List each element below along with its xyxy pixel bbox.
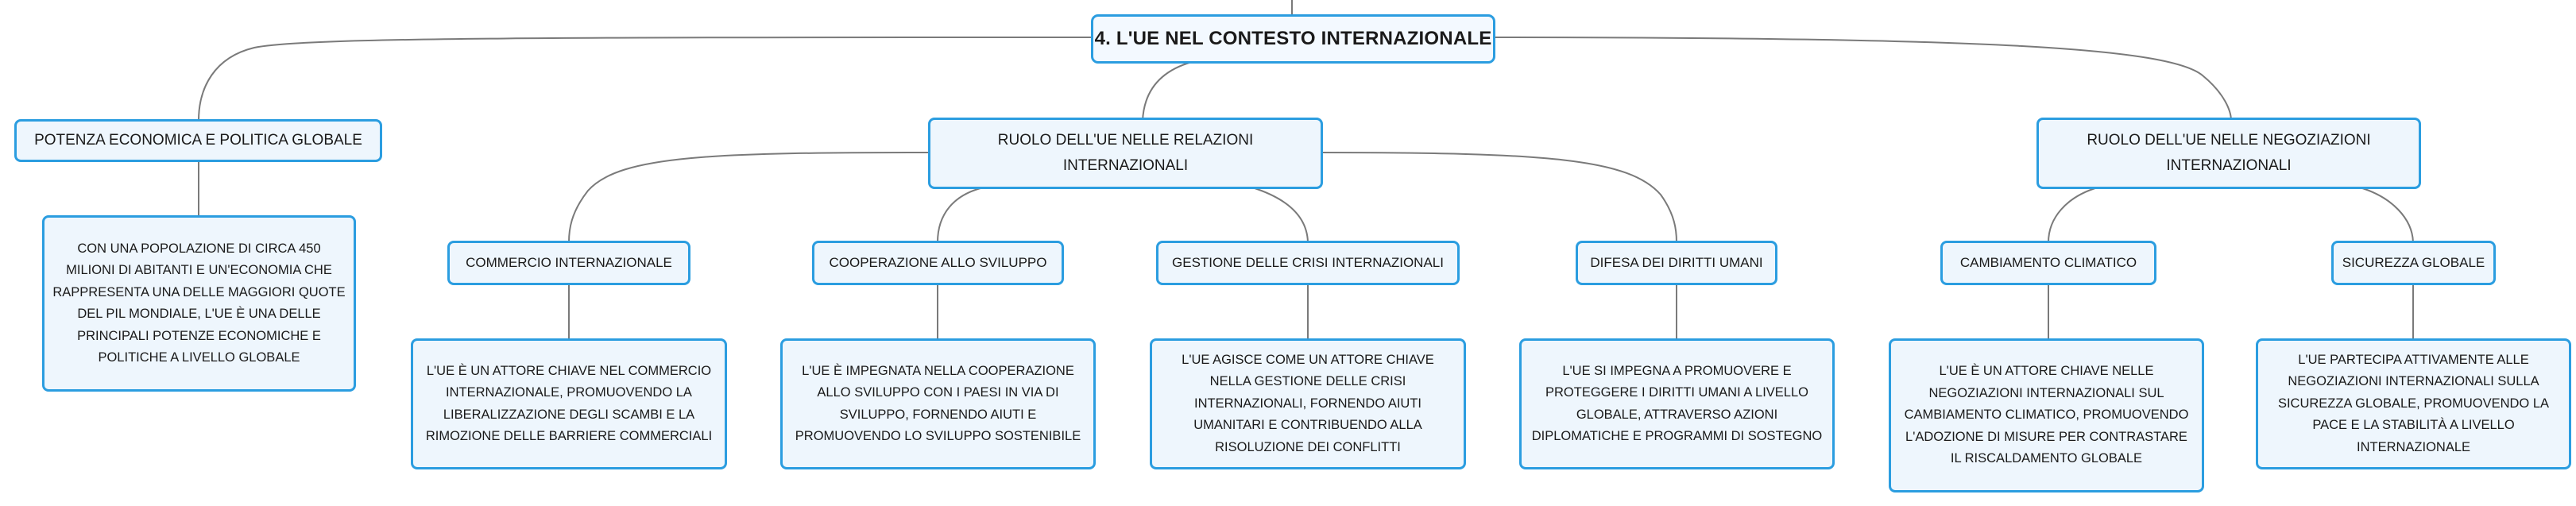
- desc-text: L'UE PARTECIPA ATTIVAMENTE ALLE NEGOZIAZ…: [2277, 352, 2550, 454]
- topic-title: RUOLO DELL'UE NELLE RELAZIONI INTERNAZIO…: [997, 132, 1254, 174]
- root-title: 4. L'UE NEL CONTESTO INTERNAZIONALE: [1094, 28, 1492, 49]
- desc-text: L'UE AGISCE COME UN ATTORE CHIAVE NELLA …: [1182, 352, 1434, 454]
- subtopic-commercio-internazionale[interactable]: COMMERCIO INTERNAZIONALE: [447, 241, 690, 285]
- desc-text: CON UNA POPOLAZIONE DI CIRCA 450 MILIONI…: [52, 241, 346, 365]
- subtopic-title: DIFESA DEI DIRITTI UMANI: [1590, 255, 1763, 270]
- desc-cambiamento-climatico[interactable]: L'UE È UN ATTORE CHIAVE NELLE NEGOZIAZIO…: [1889, 338, 2204, 492]
- desc-commercio-internazionale[interactable]: L'UE È UN ATTORE CHIAVE NEL COMMERCIO IN…: [411, 338, 727, 469]
- connector-negoziazioni-clima: [2048, 187, 2098, 243]
- connector-root-relazioni: [1142, 61, 1193, 122]
- subtopic-title: CAMBIAMENTO CLIMATICO: [1959, 255, 2137, 270]
- connector-root-negoziazioni: [1491, 37, 2232, 122]
- subtopic-cambiamento-climatico[interactable]: CAMBIAMENTO CLIMATICO: [1940, 241, 2156, 285]
- connector-relazioni-diritti: [1320, 152, 1677, 243]
- desc-potenza-economica[interactable]: CON UNA POPOLAZIONE DI CIRCA 450 MILIONI…: [42, 215, 356, 392]
- topic-title: POTENZA ECONOMICA E POLITICA GLOBALE: [34, 132, 362, 149]
- subtopic-title: COMMERCIO INTERNAZIONALE: [466, 255, 672, 270]
- topic-potenza-economica[interactable]: POTENZA ECONOMICA E POLITICA GLOBALE: [14, 119, 382, 162]
- desc-diritti-umani[interactable]: L'UE SI IMPEGNA A PROMUOVERE E PROTEGGER…: [1519, 338, 1835, 469]
- subtopic-title: GESTIONE DELLE CRISI INTERNAZIONALI: [1172, 255, 1444, 270]
- connector-root-potenza: [198, 37, 1093, 122]
- desc-text: L'UE È IMPEGNATA NELLA COOPERAZIONE ALLO…: [795, 363, 1081, 444]
- connector-negoziazioni-sicurezza: [2359, 187, 2414, 243]
- subtopic-title: SICUREZZA GLOBALE: [2342, 255, 2485, 270]
- subtopic-sicurezza-globale[interactable]: SICUREZZA GLOBALE: [2331, 241, 2496, 285]
- subtopic-diritti-umani[interactable]: DIFESA DEI DIRITTI UMANI: [1576, 241, 1777, 285]
- topic-relazioni-internazionali[interactable]: RUOLO DELL'UE NELLE RELAZIONI INTERNAZIO…: [928, 118, 1323, 189]
- subtopic-title: COOPERAZIONE ALLO SVILUPPO: [829, 255, 1047, 270]
- topic-title: RUOLO DELL'UE NELLE NEGOZIAZIONI INTERNA…: [2087, 132, 2371, 174]
- subtopic-gestione-crisi[interactable]: GESTIONE DELLE CRISI INTERNAZIONALI: [1156, 241, 1460, 285]
- topic-negoziazioni-internazionali[interactable]: RUOLO DELL'UE NELLE NEGOZIAZIONI INTERNA…: [2036, 118, 2421, 189]
- subtopic-cooperazione-sviluppo[interactable]: COOPERAZIONE ALLO SVILUPPO: [812, 241, 1064, 285]
- connector-relazioni-commercio: [568, 152, 932, 243]
- connector-relazioni-gestione: [1251, 187, 1309, 243]
- desc-text: L'UE SI IMPEGNA A PROMUOVERE E PROTEGGER…: [1531, 363, 1823, 444]
- desc-text: L'UE È UN ATTORE CHIAVE NELLE NEGOZIAZIO…: [1904, 364, 2189, 466]
- desc-sicurezza-globale[interactable]: L'UE PARTECIPA ATTIVAMENTE ALLE NEGOZIAZ…: [2256, 338, 2571, 469]
- connector-relazioni-cooperazione: [937, 187, 984, 243]
- desc-cooperazione-sviluppo[interactable]: L'UE È IMPEGNATA NELLA COOPERAZIONE ALLO…: [780, 338, 1096, 469]
- root-topic[interactable]: 4. L'UE NEL CONTESTO INTERNAZIONALE: [1091, 14, 1495, 64]
- desc-gestione-crisi[interactable]: L'UE AGISCE COME UN ATTORE CHIAVE NELLA …: [1150, 338, 1466, 469]
- desc-text: L'UE È UN ATTORE CHIAVE NEL COMMERCIO IN…: [425, 363, 713, 444]
